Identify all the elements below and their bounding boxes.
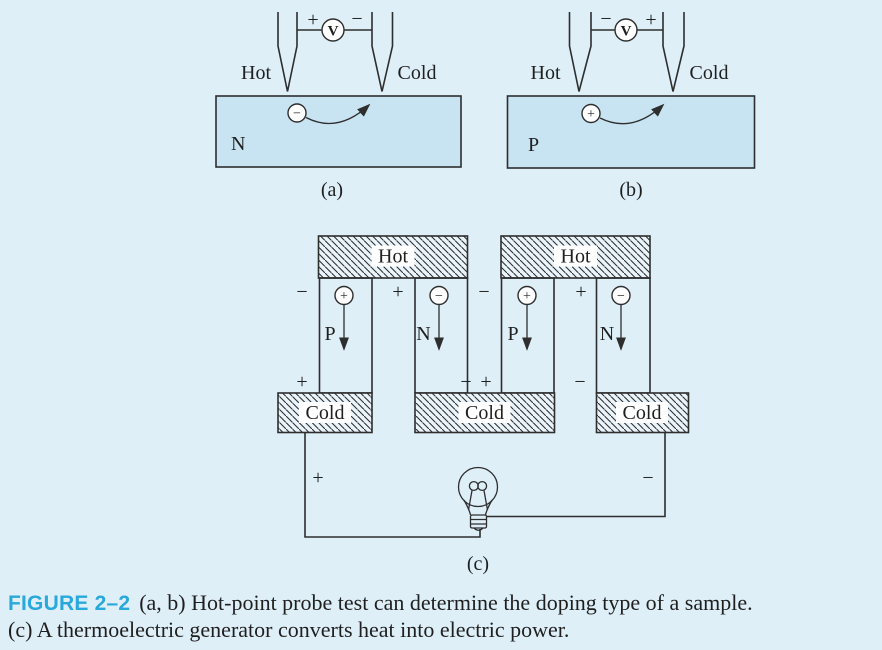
figure-number-tag: FIGURE 2–2 (8, 592, 131, 615)
electron-carrier-icon (287, 103, 307, 123)
cold-plate-1-label-box (299, 402, 351, 423)
hot-end-sign: − (478, 281, 489, 303)
cold-plate-1-label: Cold (306, 402, 345, 424)
hole-sign: + (587, 107, 595, 122)
hot-probe (277, 12, 298, 92)
positive-terminal-sign: + (312, 467, 323, 489)
cold-plate-3-label-box (616, 402, 668, 423)
pn-leg: − N + − (574, 277, 651, 394)
negative-terminal-wire (486, 432, 666, 518)
hot-end-sign: + (575, 281, 586, 303)
caption-text-1: (a, b) Hot-point probe test can determin… (139, 590, 753, 615)
positive-terminal-wire (304, 432, 481, 538)
cold-end-sign: − (460, 371, 471, 393)
caption-line-1: FIGURE 2–2 (a, b) Hot-point probe test ca… (8, 589, 878, 616)
pn-leg: + P − + (296, 277, 373, 394)
leg-type-label: P (324, 323, 335, 345)
cold-end-sign: + (296, 371, 307, 393)
bulb-neck (484, 499, 493, 516)
bulb-filament-loop (468, 480, 479, 492)
electron-sign: − (617, 289, 625, 304)
voltmeter-icon (614, 18, 638, 42)
hot-end-sign: − (296, 281, 307, 303)
bulb-base (469, 514, 488, 529)
carrier-flow-arrow (305, 103, 371, 125)
n-sample-block (215, 95, 462, 168)
caption-text-2: (c) A thermoelectric generator converts … (8, 617, 570, 642)
hot-end-sign: + (392, 281, 403, 303)
hot-plate-2-label: Hot (561, 246, 591, 268)
hot-plate-1-label-box (371, 245, 415, 267)
cold-probe-label: Cold (398, 62, 437, 84)
leg-type-label: N (600, 323, 614, 345)
bulb-base-tip (473, 527, 484, 531)
sample-type-label: N (231, 133, 245, 155)
voltmeter-label: V (328, 23, 339, 39)
panel-b-tag: (b) (619, 179, 642, 201)
negative-terminal-sign: − (642, 467, 653, 489)
voltmeter-plus-sign: + (307, 9, 318, 31)
figure-caption: FIGURE 2–2 (a, b) Hot-point probe test ca… (8, 589, 878, 643)
cold-plate-2 (414, 392, 556, 434)
hot-plate-1-label: Hot (378, 246, 408, 268)
carrier-flow-arrow (599, 103, 665, 125)
bulb-neck (463, 499, 472, 516)
cold-plate-2-label-box (458, 402, 511, 423)
panel-b: V − + Hot Cold P + (b) (506, 8, 756, 201)
caption-line-2: (c) A thermoelectric generator converts … (8, 616, 878, 643)
electron-sign: − (435, 289, 443, 304)
leg-type-label: P (507, 323, 518, 345)
bulb-glass (457, 466, 499, 508)
voltmeter-label: V (621, 23, 632, 39)
cold-end-sign: + (480, 371, 491, 393)
bulb-filament-loop (477, 480, 488, 492)
bulb-base-threads (470, 518, 487, 525)
light-bulb (457, 466, 499, 531)
hot-plate-2-label-box (554, 245, 597, 267)
panel-a-tag: (a) (321, 179, 343, 201)
pn-leg: + P − + (478, 277, 555, 394)
cold-end-sign: − (574, 371, 585, 393)
voltmeter-icon (321, 18, 345, 42)
hole-sign: + (340, 289, 348, 304)
panel-c: Hot Hot + P − + − N + − + P − (277, 235, 690, 575)
voltmeter-plus-sign: + (645, 9, 656, 31)
hot-probe-label: Hot (241, 62, 271, 84)
p-sample-block (506, 95, 756, 169)
hole-carrier-icon (581, 103, 601, 124)
cold-plate-3-label: Cold (623, 402, 662, 424)
bulb-filament-lead (467, 490, 473, 511)
hot-probe (568, 12, 592, 92)
voltmeter-minus-sign: − (351, 8, 362, 30)
leg-type-label: N (416, 323, 430, 345)
bulb-filament-lead (483, 490, 489, 511)
panel-a: V + − Hot Cold N − (a) (215, 8, 462, 201)
hole-sign: + (523, 289, 531, 304)
cold-probe (371, 12, 394, 92)
cold-probe-label: Cold (690, 62, 729, 84)
cold-plate-2-label: Cold (465, 402, 504, 424)
panel-c-tag: (c) (467, 553, 489, 575)
electron-sign: − (293, 107, 301, 122)
sample-type-label: P (528, 134, 539, 156)
cold-probe (662, 12, 685, 92)
voltmeter-minus-sign: − (600, 8, 611, 30)
hot-probe-label: Hot (531, 62, 561, 84)
pn-leg: − N + − (392, 277, 472, 394)
